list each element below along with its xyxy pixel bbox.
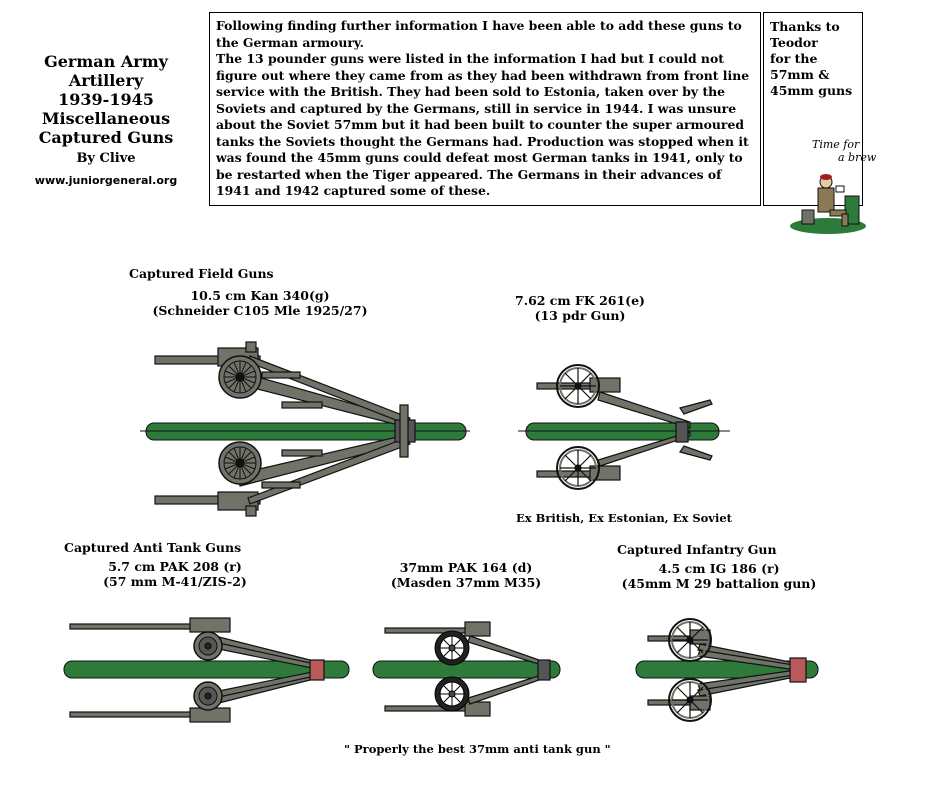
pak164-base [372,660,561,679]
fk261-sub: (13 pdr Gun) [534,308,626,323]
thanks-line-2: Teodor [770,35,818,50]
section-field-guns: Captured Field Guns [129,266,274,281]
ig186-label: 4.5 cm IG 186 (r) (45mm M 29 battalion g… [614,561,824,591]
brew-caption: Time for a brew [812,138,876,164]
info-para-2: The 13 pounder guns were listed in the i… [216,51,750,198]
thanks-line-3: for the [770,51,818,66]
kan340-base [140,422,470,441]
site-url: www.juniorgeneral.org [34,174,178,187]
fk261-name: 7.62 cm FK 261(e) [515,293,645,308]
ig186-name: 4.5 cm IG 186 (r) [658,561,780,576]
thanks-line-1: Thanks to [770,19,840,34]
fk261-label: 7.62 cm FK 261(e) (13 pdr Gun) [500,293,660,323]
pak208-base [63,660,350,679]
pak164-gun [384,621,551,717]
pak208-gun [69,617,325,723]
pak164-note: " Properly the best 37mm anti tank gun " [344,742,611,756]
thanks-box: Thanks to Teodor for the 57mm & 45mm gun… [763,12,863,206]
fk261-base [518,422,730,441]
fk261-gun [536,364,713,490]
pak164-sub: (Masden 37mm M35) [390,575,542,590]
title-line-4: Captured Guns [38,128,174,147]
kan340-gun [154,341,416,517]
brew-line-1: Time for [812,138,860,151]
pak208-sub: (57 mm M-41/ZIS-2) [103,574,247,589]
pak208-label: 5.7 cm PAK 208 (r) (57 mm M-41/ZIS-2) [90,559,260,589]
thanks-line-5: 45mm guns [770,83,853,98]
thanks-line-4: 57mm & [770,67,830,82]
section-anti-tank: Captured Anti Tank Guns [64,540,242,555]
author: By Clive [76,151,136,166]
info-para-1: Following finding further information I … [216,18,742,50]
pak208-name: 5.7 cm PAK 208 (r) [108,559,242,574]
title-line-2: 1939-1945 [58,90,154,109]
fk261-note: Ex British, Ex Estonian, Ex Soviet [516,511,732,525]
pak164-label: 37mm PAK 164 (d) (Masden 37mm M35) [384,560,548,590]
brew-line-2: a brew [838,151,877,164]
soldier-brew-icon [790,174,866,234]
ig186-sub: (45mm M 29 battalion gun) [621,576,817,591]
title-line-3: Miscellaneous [41,109,171,128]
ig186-gun [647,618,807,722]
kan340-name: 10.5 cm Kan 340(g) [190,288,330,303]
title-line-1: German Army Artillery [44,52,168,90]
pak164-name: 37mm PAK 164 (d) [399,560,533,575]
info-box: Following finding further information I … [209,12,761,206]
title-block: German Army Artillery 1939-1945 Miscella… [6,52,206,187]
kan340-sub: (Schneider C105 Mle 1925/27) [152,303,368,318]
section-infantry: Captured Infantry Gun [617,542,777,557]
kan340-label: 10.5 cm Kan 340(g) (Schneider C105 Mle 1… [130,288,390,318]
